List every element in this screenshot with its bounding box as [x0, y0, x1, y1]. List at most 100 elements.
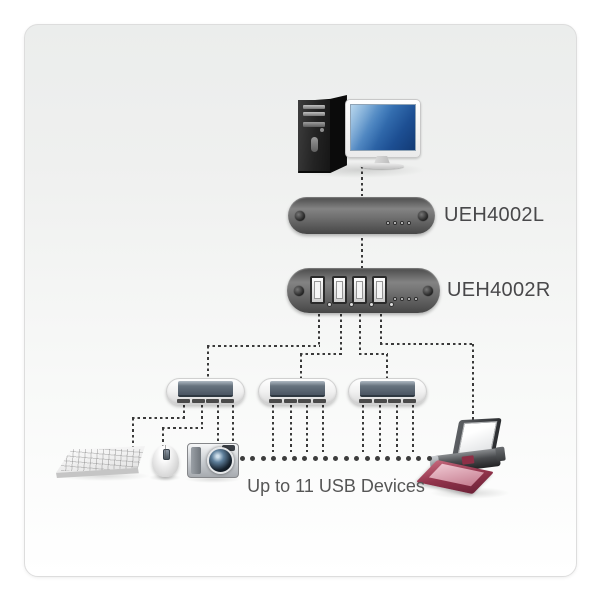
cable-hub2-port2-drop	[290, 405, 292, 452]
cable-hub2-port1-drop	[272, 405, 274, 452]
keyboard-edge	[56, 467, 139, 478]
printer-knob	[495, 446, 506, 462]
cable-hub1-port1-drop	[183, 405, 185, 418]
usb-hub-1	[166, 378, 245, 405]
drive-bay	[303, 105, 325, 109]
hub-port	[177, 399, 190, 403]
screw-icon	[418, 210, 428, 221]
usb-port	[310, 276, 325, 304]
ellipsis-dot	[385, 456, 391, 461]
hub-ports	[359, 399, 416, 403]
cable-port2-drop	[340, 314, 342, 354]
cable-port4-run	[380, 343, 474, 345]
cable-hub3-port3-drop	[396, 405, 398, 452]
usb-port	[352, 276, 367, 304]
cable-hub1-port2-drop	[201, 405, 203, 428]
cable-hub2-port4-drop	[322, 405, 324, 452]
camera-shutter	[222, 445, 235, 451]
usb-hub-2	[258, 378, 337, 405]
cable-port1-to-hub1	[207, 346, 209, 380]
port-led	[349, 302, 354, 307]
led	[386, 221, 390, 225]
hub-port	[191, 399, 205, 403]
cable-local-to-remote	[361, 238, 363, 268]
ellipsis-dot	[302, 456, 308, 461]
port-led	[369, 302, 374, 307]
ellipsis-dot	[333, 456, 339, 461]
cable-port1-drop	[318, 314, 320, 346]
remote-unit-label: UEH4002R	[447, 279, 551, 301]
hub-port	[206, 399, 220, 403]
cable-hub3-port4-drop	[412, 405, 414, 452]
led-indicators	[386, 221, 411, 225]
hub-top-panel	[360, 381, 415, 397]
ellipsis-dot	[406, 456, 411, 461]
keyboard-icon	[56, 446, 146, 478]
hub-ports	[177, 399, 234, 403]
ellipsis-dot	[281, 456, 287, 461]
camera-grip	[191, 447, 201, 474]
ueh4002r-device	[287, 268, 440, 313]
ellipsis-dot	[416, 456, 422, 461]
keyboard-shadow	[58, 471, 150, 481]
cable-port3-drop	[359, 314, 361, 354]
local-unit-label: UEH4002L	[444, 204, 545, 226]
printer-accent	[461, 455, 475, 465]
monitor-base	[360, 163, 404, 169]
led	[393, 297, 397, 301]
ellipsis-dot	[426, 456, 432, 461]
hub-port	[359, 399, 372, 403]
ellipsis-dot	[354, 456, 360, 461]
led	[407, 297, 411, 301]
ellipsis-dot	[343, 456, 349, 461]
ellipsis-dot	[250, 456, 256, 461]
cable-hub1-port4-drop	[232, 405, 234, 443]
port-led	[327, 302, 332, 307]
port-led	[389, 302, 394, 307]
cable-port1-run	[207, 345, 320, 347]
cable-hub1-to-mouse	[162, 428, 164, 446]
cable-hub1-to-keyboard	[132, 418, 134, 449]
cable-monitor-to-local	[361, 166, 363, 196]
led-indicators	[393, 297, 418, 301]
usb-port	[332, 276, 347, 304]
cable-port2-run	[300, 353, 342, 355]
cable-port4-to-printer	[472, 344, 474, 429]
ellipsis-dot	[291, 456, 297, 461]
power-button	[311, 137, 318, 152]
hub-port	[388, 399, 402, 403]
monitor-icon	[345, 99, 421, 158]
cable-hub2-port3-drop	[306, 405, 308, 452]
hub-ports	[269, 399, 326, 403]
led	[407, 221, 411, 225]
cable-hub3-port1-drop	[362, 405, 364, 452]
drive-bay	[303, 112, 325, 116]
ellipsis-dot	[374, 456, 380, 461]
led	[393, 221, 397, 225]
monitor-screen	[350, 104, 416, 151]
mouse-shadow	[149, 474, 181, 481]
usb-hub-3	[348, 378, 427, 405]
printer-icon	[415, 417, 510, 501]
screw-icon	[423, 285, 433, 296]
ellipsis-dot	[271, 456, 277, 461]
cable-hub1-port1-run	[132, 417, 185, 419]
cable-port4-drop	[380, 314, 382, 344]
ellipsis-dot	[364, 456, 370, 461]
camera-lens	[207, 447, 234, 474]
ellipsis-dot	[323, 456, 328, 461]
caption-text: Up to 11 USB Devices	[247, 476, 425, 496]
hub-port	[283, 399, 297, 403]
hub-port	[373, 399, 387, 403]
hub-top-panel	[270, 381, 325, 397]
hub-port	[220, 399, 234, 403]
ellipsis-dot	[312, 456, 318, 461]
cable-port2-to-hub2	[300, 354, 302, 380]
monitor-stand	[374, 156, 390, 164]
ueh4002l-device	[288, 197, 435, 234]
usb-devices-ellipsis	[240, 456, 432, 461]
hub-port	[269, 399, 282, 403]
drive-bay	[303, 122, 325, 127]
hub-port	[402, 399, 416, 403]
